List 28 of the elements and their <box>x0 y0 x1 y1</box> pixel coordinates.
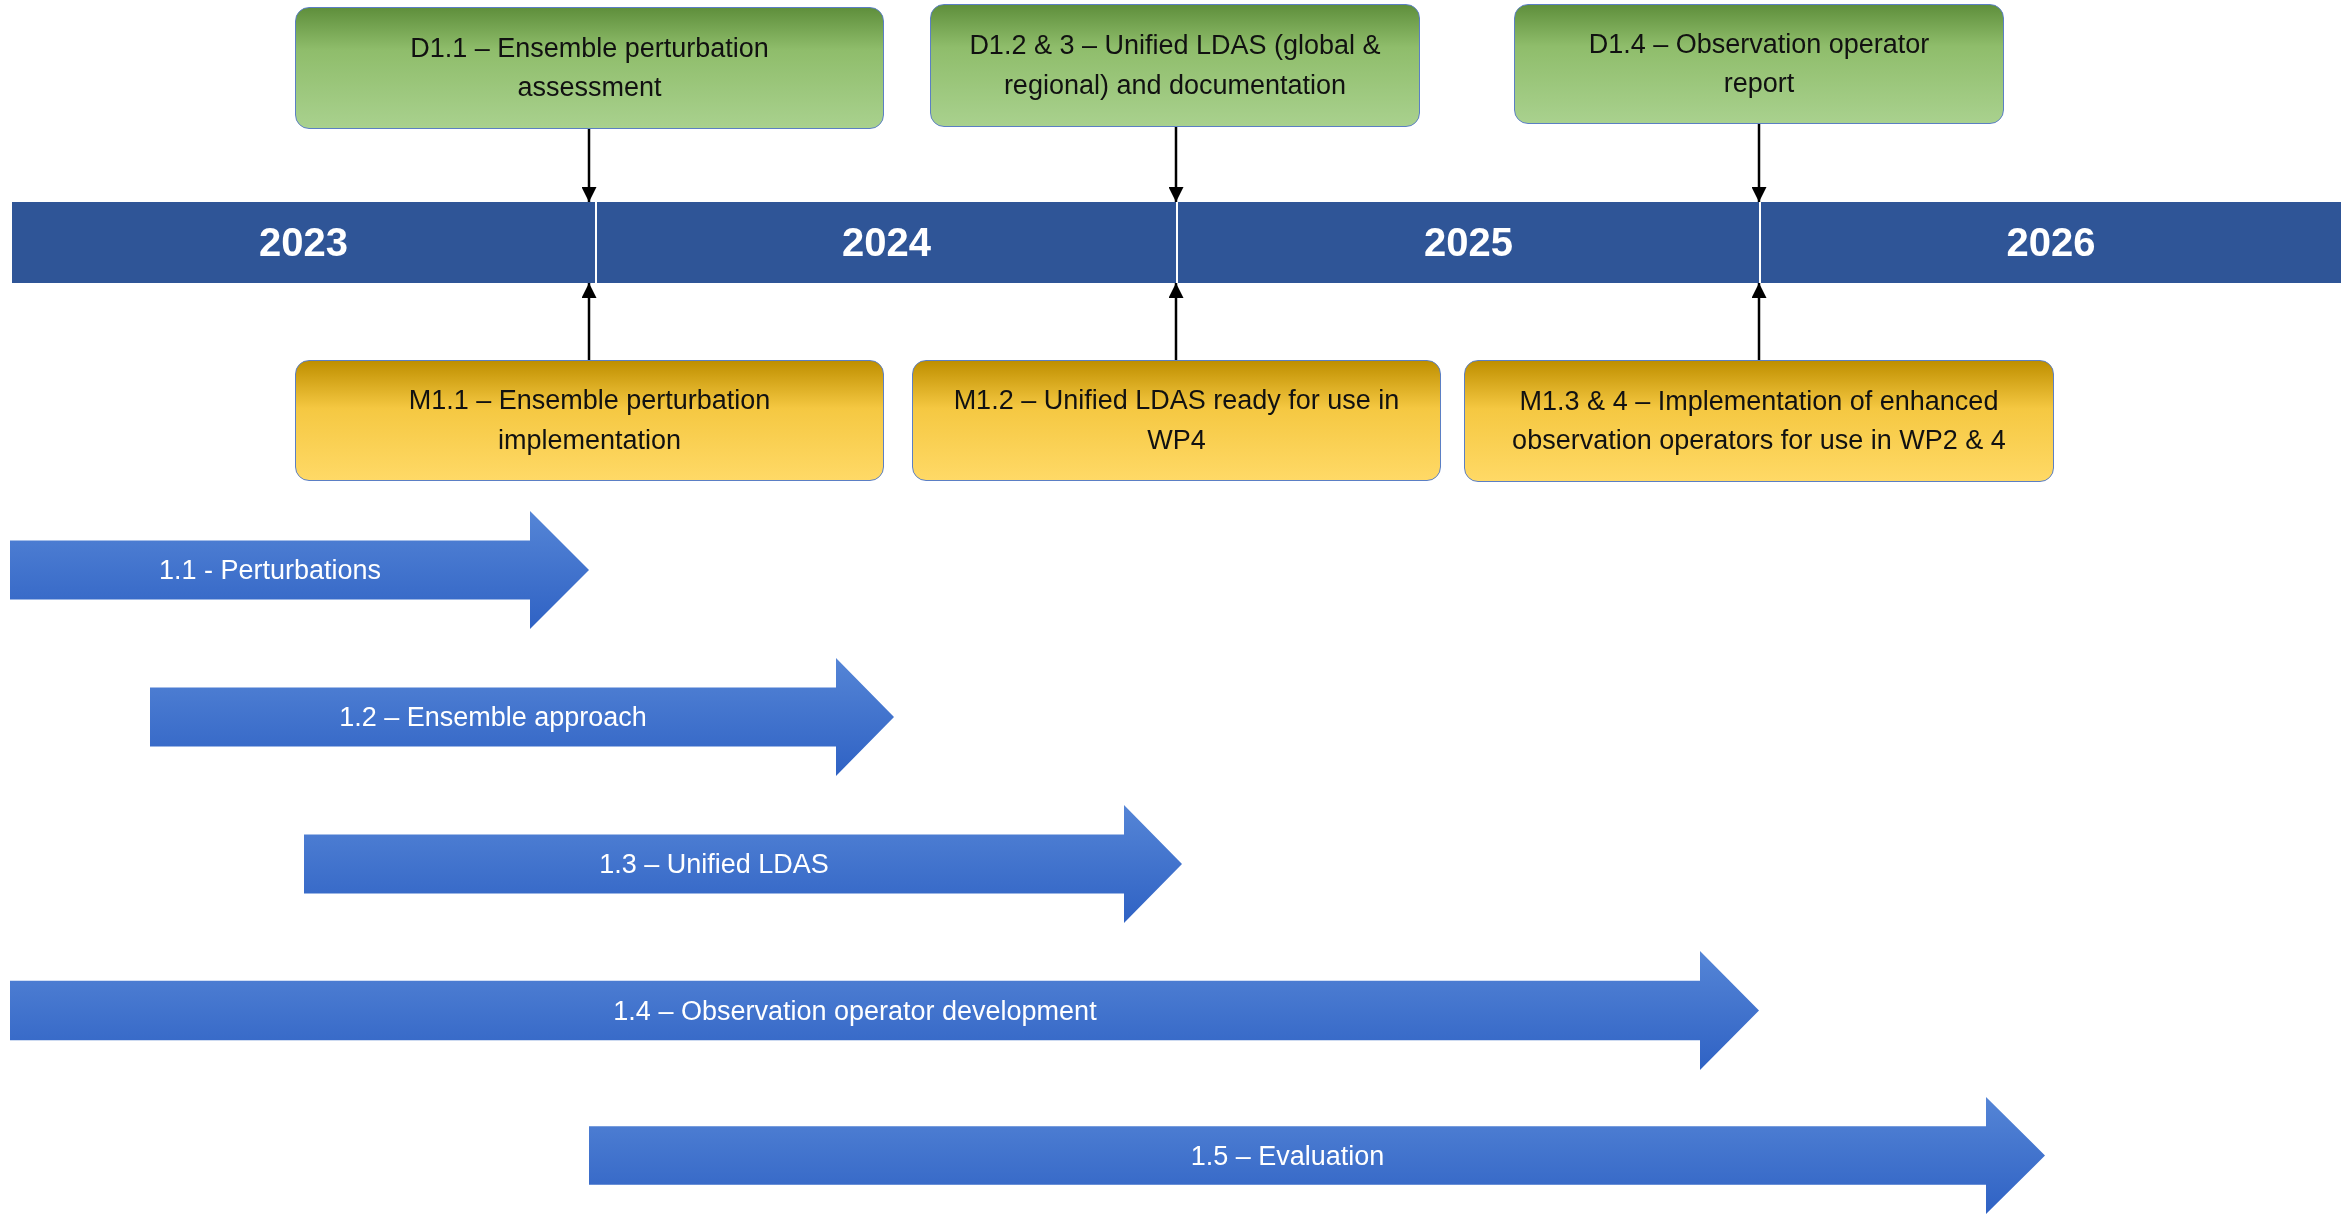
year-label: 2024 <box>595 202 1176 283</box>
arrow <box>1751 124 1767 202</box>
task-label: 1.5 – Evaluation <box>1190 1140 1385 1171</box>
deliverable-box <box>295 7 884 129</box>
year-label: 2023 <box>258 219 349 266</box>
arrow <box>581 129 597 202</box>
milestone-box <box>1464 360 2054 482</box>
year-label: 2026 <box>1759 202 2341 283</box>
box-label: M1.3 & 4 – Implementation of enhanced observation operators for use in WP2 & 4 <box>1511 384 2007 457</box>
task-label: 1.1 - Perturbations <box>158 554 382 586</box>
year-label: 2025 <box>1176 202 1759 283</box>
arrow <box>581 283 597 360</box>
box-label: D1.4 – Observation operator report <box>1587 27 1931 100</box>
box-label: D1.2 & 3 – Unified LDAS (global & regional) and documentation <box>968 29 1382 102</box>
task-label: 1.3 – Unified LDAS <box>599 848 829 880</box>
task-label: 1.4 – Observation operator development <box>613 995 1097 1026</box>
task-label: 1.2 – Ensemble approach <box>339 701 647 733</box>
timeline-bar <box>12 202 2341 283</box>
box-label: D1.1 – Ensemble perturbation assessment <box>409 31 770 104</box>
deliverable-box <box>930 4 1420 127</box>
arrow <box>1168 127 1184 202</box>
milestone-box <box>912 360 1441 481</box>
arrow <box>1168 283 1184 360</box>
box-label: M1.2 – Unified LDAS ready for use in WP4 <box>952 384 1401 457</box>
deliverable-box <box>1514 4 2004 124</box>
milestone-box <box>295 360 884 481</box>
box-label: M1.1 – Ensemble perturbation implementation <box>407 384 772 457</box>
arrow <box>1751 283 1767 360</box>
